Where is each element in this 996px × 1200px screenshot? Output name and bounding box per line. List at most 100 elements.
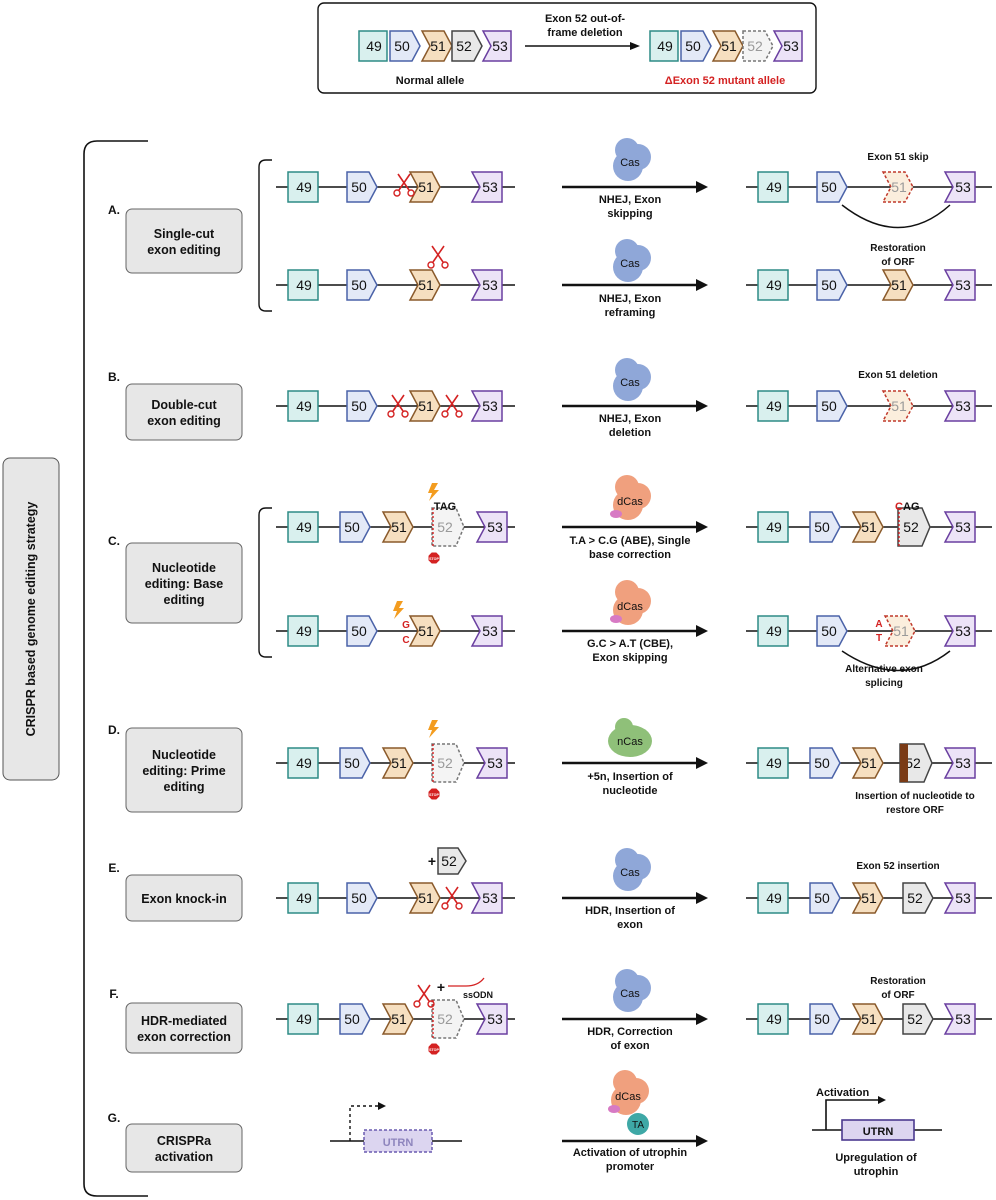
exon-53-label: 53 bbox=[955, 398, 971, 414]
exon-49-label: 49 bbox=[657, 38, 673, 54]
strategy-label: editing: Base bbox=[145, 577, 224, 591]
exon-51-label: 51 bbox=[861, 1011, 877, 1027]
side-title-box bbox=[2, 457, 60, 781]
scissors-blade bbox=[398, 173, 411, 191]
exon-53-label: 53 bbox=[487, 1011, 503, 1027]
strategy-label: Nucleotide bbox=[152, 748, 216, 762]
exon-53 bbox=[943, 511, 976, 543]
exon-49 bbox=[757, 171, 789, 203]
strategy-letter: G. bbox=[108, 1111, 121, 1125]
exon-51-deleted bbox=[881, 390, 914, 422]
arrow-label-b: NHEJ, Exon bbox=[599, 413, 662, 425]
strategy-label: Double-cut bbox=[151, 398, 217, 412]
exon-53 bbox=[475, 1003, 508, 1035]
arrow-label-e: HDR, Insertion of bbox=[585, 905, 675, 917]
exon-53 bbox=[943, 882, 976, 914]
utrn-label-active: UTRN bbox=[863, 1126, 894, 1138]
arrow-f-head bbox=[696, 1013, 708, 1025]
exon-51 bbox=[408, 615, 441, 647]
exon-50-label: 50 bbox=[351, 179, 367, 195]
arrow-label-f: of exon bbox=[610, 1040, 649, 1052]
codon-rest-c1: AG bbox=[903, 501, 920, 513]
corrected-base-c1: C bbox=[895, 501, 903, 513]
exon-50 bbox=[816, 171, 848, 203]
arrow-g-head bbox=[696, 1135, 708, 1147]
strategy-label-box bbox=[125, 874, 243, 922]
ta-activator-icon bbox=[627, 1113, 649, 1135]
exon-49 bbox=[287, 1003, 319, 1035]
exon-50-label: 50 bbox=[814, 1011, 830, 1027]
scissors-blade bbox=[391, 394, 404, 412]
exon-49-label: 49 bbox=[766, 623, 782, 639]
exon-52 bbox=[902, 1003, 934, 1035]
deaminase-icon bbox=[610, 510, 622, 518]
cas-label: Cas bbox=[620, 867, 640, 879]
lightning-icon bbox=[428, 720, 439, 738]
cas-enzyme-icon bbox=[613, 252, 643, 282]
arrow-label-c1: base correction bbox=[589, 549, 671, 561]
exon-51-label: 51 bbox=[418, 179, 434, 195]
strategy-label: activation bbox=[155, 1150, 213, 1164]
exon-53-label: 53 bbox=[492, 38, 508, 54]
scissors-blade bbox=[418, 984, 431, 1002]
lightning-icon bbox=[393, 601, 404, 619]
exon-51 bbox=[381, 511, 414, 543]
exon-52-label: 52 bbox=[905, 755, 921, 771]
cas-enzyme-icon bbox=[613, 151, 643, 181]
exon-49-label: 49 bbox=[766, 179, 782, 195]
exon-53 bbox=[470, 269, 503, 301]
exon-50 bbox=[809, 1003, 841, 1035]
exon-52-label: 52 bbox=[907, 890, 923, 906]
exon-53 bbox=[470, 882, 503, 914]
exon-50 bbox=[346, 882, 378, 914]
exon-49 bbox=[287, 171, 319, 203]
exon-49-label: 49 bbox=[766, 890, 782, 906]
exon-53 bbox=[772, 30, 803, 62]
arrow-d-head bbox=[696, 757, 708, 769]
lightning-icon bbox=[428, 483, 439, 501]
exon-51-label: 51 bbox=[430, 38, 446, 54]
upregulation-label: Upregulation of bbox=[835, 1152, 917, 1164]
exon-51-label: 51 bbox=[418, 890, 434, 906]
activation-label: Activation bbox=[816, 1087, 869, 1099]
arrow-label-b: deletion bbox=[609, 427, 651, 439]
result-note-c2: Alternative exon bbox=[845, 664, 923, 675]
strategy-label: exon editing bbox=[147, 414, 221, 428]
exon-52-label: 52 bbox=[437, 1011, 453, 1027]
cas-enzyme-icon bbox=[613, 371, 643, 401]
exon-53 bbox=[481, 30, 512, 62]
exon-53-label: 53 bbox=[955, 890, 971, 906]
stop-sign-label: STOP bbox=[429, 793, 439, 797]
strategy-letter: D. bbox=[108, 723, 120, 737]
exon-49 bbox=[757, 615, 789, 647]
exon-52-label: 52 bbox=[437, 519, 453, 535]
scissors-blade bbox=[446, 394, 459, 412]
exon-52 bbox=[437, 847, 467, 875]
exon-50-label: 50 bbox=[351, 398, 367, 414]
scissors-icon bbox=[413, 984, 435, 1008]
result-note-f: of ORF bbox=[881, 990, 914, 1001]
exon-52 bbox=[451, 30, 483, 62]
scissors-blade bbox=[431, 245, 444, 263]
exon-49-label: 49 bbox=[766, 755, 782, 771]
cas-enzyme-icon bbox=[613, 982, 643, 1012]
strategy-letter: B. bbox=[108, 370, 120, 384]
exon-53 bbox=[475, 747, 508, 779]
scissors-icon bbox=[427, 245, 449, 269]
inserted-nucleotides bbox=[900, 744, 908, 782]
arrow-a2-head bbox=[696, 279, 708, 291]
promoter-arrow-active bbox=[825, 1099, 880, 1130]
exon-52 bbox=[902, 882, 934, 914]
splice-arc-c2 bbox=[841, 650, 951, 672]
exon-51 bbox=[851, 1003, 884, 1035]
stop-sign-icon bbox=[428, 788, 440, 800]
exon-51 bbox=[851, 511, 884, 543]
exon-51-label: 51 bbox=[891, 277, 907, 293]
dcas-label: dCas bbox=[617, 496, 643, 508]
exon-49 bbox=[757, 882, 789, 914]
exon-52-label: 52 bbox=[903, 519, 919, 535]
exon-50-label: 50 bbox=[821, 623, 837, 639]
exon-53 bbox=[943, 1003, 976, 1035]
strategy-label-box bbox=[125, 208, 243, 274]
cas-label: Cas bbox=[620, 258, 640, 270]
